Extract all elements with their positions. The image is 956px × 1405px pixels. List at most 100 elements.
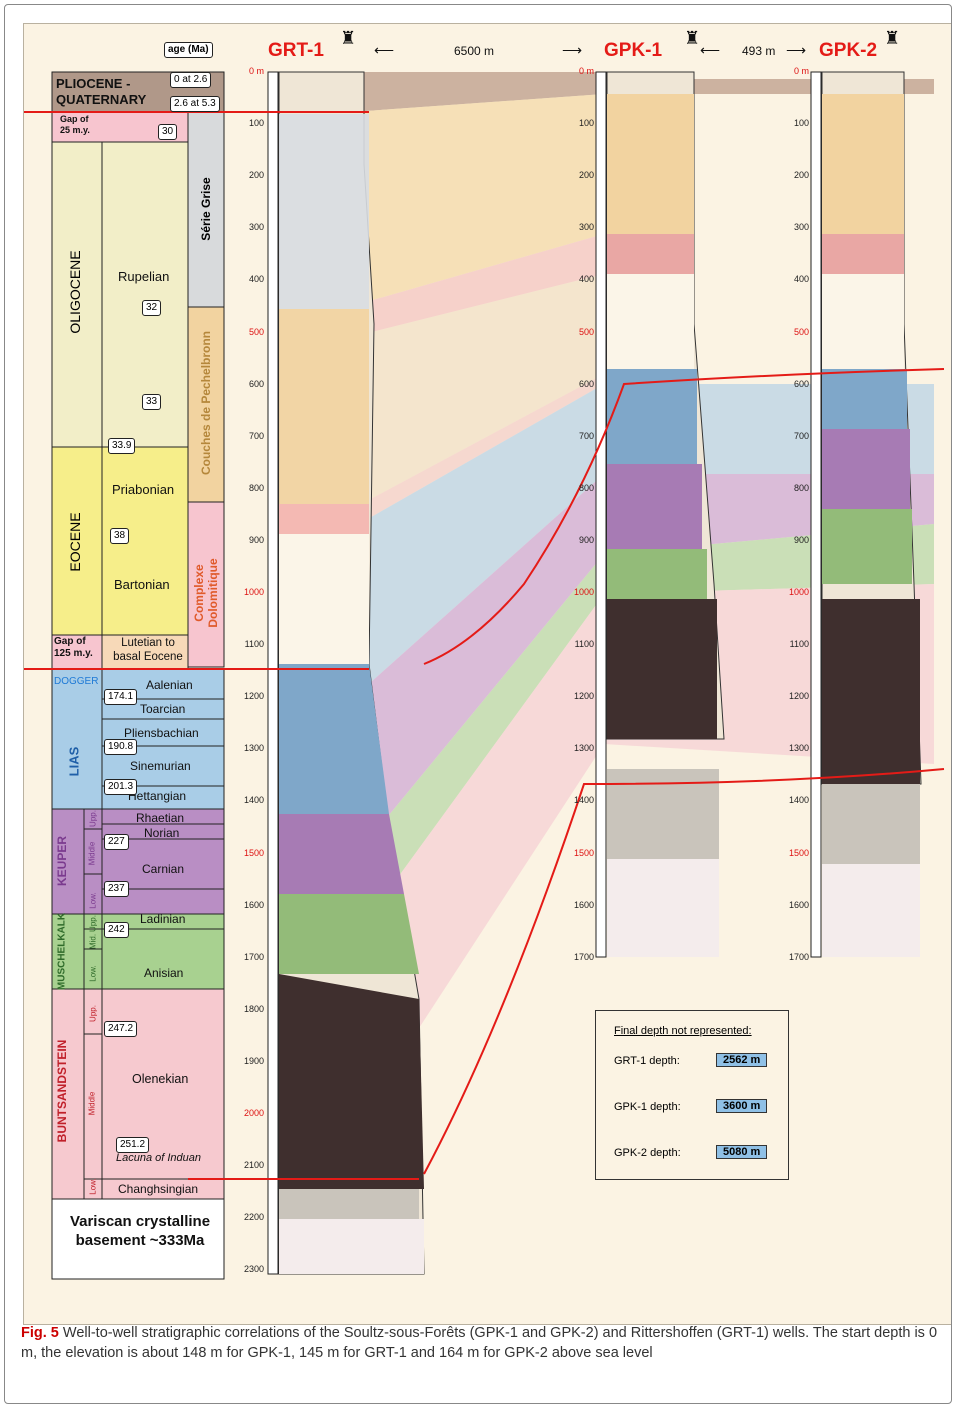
- depth-tick: 1800: [243, 1003, 264, 1014]
- well-title-grt1: GRT-1: [268, 40, 324, 61]
- stage-sinemurian: Sinemurian: [130, 759, 191, 773]
- depth-tick: 400: [248, 274, 264, 285]
- stage-changhsingian: Changhsingian: [118, 1182, 199, 1196]
- depth-tick: 900: [578, 534, 594, 545]
- age-label: 38: [110, 528, 130, 544]
- depth-tick: 1600: [573, 899, 594, 910]
- depth-tick: 1300: [573, 743, 594, 754]
- figure-caption: Fig. 5 Well-to-well stratigraphic correl…: [21, 1323, 941, 1363]
- band-buntsandstein: [324, 584, 934, 1174]
- depth-tick: 1500: [243, 847, 264, 858]
- stage-rhaetian: Rhaetian: [136, 811, 185, 825]
- age-label: 247.2: [104, 1021, 138, 1037]
- arrow-left-icon: ⟵: [374, 42, 395, 58]
- depth-tick: 1600: [243, 899, 264, 910]
- depth-tick: 1300: [788, 743, 809, 754]
- depth-tick: 300: [578, 222, 594, 233]
- stage-aalenian: Aalenian: [146, 678, 193, 692]
- depth-tick: 800: [793, 482, 809, 493]
- legend-row-label: GRT-1 depth:: [614, 1055, 680, 1067]
- depth-tick: 1600: [788, 899, 809, 910]
- band-jurassic: [324, 384, 934, 724]
- system-gap-25: Gap of 25 m.y.: [60, 114, 90, 135]
- age-label: 33.9: [108, 438, 136, 454]
- age-label: 0 at 2.6: [170, 72, 212, 88]
- age-label: 251.2: [116, 1137, 150, 1153]
- stage-rupelian: Rupelian: [118, 269, 170, 284]
- depth-tick: 100: [578, 118, 594, 129]
- subdivision-bunt-low: Low.: [88, 1178, 98, 1195]
- depth-tick: 2100: [243, 1160, 264, 1171]
- depth-tick: 200: [248, 170, 264, 181]
- depth-tick: 500: [793, 326, 809, 337]
- well-title-gpk1: GPK-1: [604, 40, 663, 61]
- legend-row-label: GPK-1 depth:: [614, 1101, 681, 1113]
- legend-row-label: GPK-2 depth:: [614, 1147, 681, 1159]
- caption-figure-number: Fig. 5: [21, 1325, 59, 1341]
- band-oligocene-upper: [324, 94, 934, 314]
- derrick-icon: ♜: [884, 28, 901, 48]
- depth-tick: 1300: [243, 743, 264, 754]
- depth-tick: 1100: [789, 639, 809, 650]
- arrow-right-icon: ⟶: [786, 42, 807, 58]
- legend-row-value: 3600 m: [716, 1099, 768, 1113]
- derrick-icon: ♜: [684, 28, 701, 48]
- subdivision-bunt-middle: Middle: [87, 1091, 97, 1116]
- arrow-left-icon: ⟵: [700, 42, 721, 58]
- depth-tick: 700: [578, 430, 594, 441]
- depth-tick: 2000: [243, 1108, 264, 1118]
- depth-tick: 100: [248, 118, 264, 129]
- final-depth-legend: Final depth not represented: GRT-1 depth…: [595, 1010, 789, 1180]
- depth-tick: 400: [578, 274, 594, 285]
- depth-tick: 1400: [788, 795, 809, 806]
- age-label: 2.6 at 5.3: [170, 96, 220, 112]
- stage-lutetian: Lutetian to basal Eocene: [113, 637, 183, 663]
- depth-tick: 300: [248, 222, 264, 233]
- legend-row-value: 5080 m: [716, 1145, 768, 1159]
- system-lias: LIAS: [66, 746, 82, 777]
- stage-ladinian: Ladinian: [140, 912, 186, 926]
- depth-tick: 1400: [573, 795, 594, 806]
- formation-dolomitique: Complexe Dolomitique: [192, 558, 220, 628]
- well-title-gpk2: GPK-2: [819, 40, 878, 61]
- derrick-icon: ♜: [340, 28, 357, 48]
- age-label: 242: [104, 922, 129, 938]
- depth-tick: 400: [793, 274, 809, 285]
- system-buntsandstein: BUNTSANDSTEIN: [55, 1039, 69, 1143]
- subdivision-bunt-upp: Upp.: [88, 1005, 98, 1022]
- stage-carnian: Carnian: [142, 862, 185, 876]
- system-muschelkalk: MUSCHELKALK: [56, 912, 68, 991]
- stage-priabonian: Priabonian: [112, 482, 175, 497]
- depth-tick: 1700: [243, 951, 264, 962]
- subdivision-muschelkalk-low: Low.: [88, 965, 98, 982]
- stage-hettangian: Hettangian: [128, 789, 187, 803]
- legend-row-value: 2562 m: [716, 1053, 768, 1067]
- depth-tick: 500: [578, 326, 594, 337]
- depth-tick: 300: [793, 222, 809, 233]
- depth-tick: 0 m: [793, 66, 809, 76]
- correlation-panel: ♜ ♜ ♜ age (Ma) GRT-1 GPK-1 GPK-2 ⟵ 6500 …: [23, 23, 951, 1325]
- subdivision-keuper-upp: Upp.: [88, 810, 98, 827]
- depth-tick: 1400: [243, 795, 264, 806]
- depth-tick: 1500: [573, 847, 594, 858]
- band-oligocene-red: [324, 234, 934, 344]
- depth-tick: 500: [248, 326, 264, 337]
- depth-tick: 1900: [243, 1055, 264, 1066]
- age-label: 237: [104, 881, 129, 897]
- legend-title: Final depth not represented:: [614, 1025, 752, 1037]
- age-label: 227: [104, 834, 129, 850]
- depth-tick: 1000: [788, 587, 809, 597]
- depth-tick: 600: [793, 378, 809, 389]
- depth-tick: 100: [793, 118, 809, 129]
- arrow-right-icon: ⟶: [562, 42, 583, 58]
- well-columns: [24, 71, 945, 1275]
- depth-tick: 1200: [573, 691, 594, 702]
- system-pliocene: PLIOCENE - QUATERNARY: [56, 76, 147, 107]
- depth-tick: 800: [578, 482, 594, 493]
- age-label: 201.3: [104, 779, 138, 795]
- system-eocene: EOCENE: [67, 512, 83, 572]
- depth-tick: 1700: [573, 951, 594, 962]
- depth-tick: 2300: [243, 1264, 264, 1275]
- depth-tick: 700: [248, 430, 264, 441]
- band-couches: [324, 274, 934, 524]
